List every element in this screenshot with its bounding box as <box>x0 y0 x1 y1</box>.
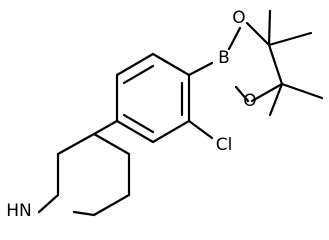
oxygen-bottom-atom-label: O <box>243 91 256 111</box>
chemical-structure: B O O Cl HN <box>6 8 324 221</box>
bond-piperidine-5 <box>92 193 131 217</box>
chlorine-atom-label: Cl <box>216 135 233 155</box>
bond-o-bottom-c <box>245 21 271 47</box>
bond-boron <box>187 61 214 77</box>
oxygen-top-atom-label: O <box>232 8 245 28</box>
bond-piperidine-3 <box>92 132 131 156</box>
bond-o-top-c <box>250 82 284 103</box>
bond-piperidine-6 <box>72 210 96 217</box>
boron-atom-label: B <box>218 48 230 68</box>
nitrogen-atom-label: HN <box>6 201 32 221</box>
bond-ring-link <box>92 119 119 136</box>
bond-benzene-double-3 <box>122 113 155 134</box>
bond-benzene-5 <box>151 119 191 144</box>
bond-benzene-2 <box>115 52 155 77</box>
bond-c-c-ring <box>267 43 284 86</box>
bond-piperidine-7 <box>37 193 60 214</box>
bond-b-o-top <box>234 85 250 103</box>
bond-b-o-bottom <box>227 26 242 51</box>
bond-benzene-6 <box>115 119 155 144</box>
bond-benzene-double-1 <box>122 64 155 85</box>
bond-piperidine-2 <box>56 132 96 156</box>
bond-chlorine <box>187 119 214 140</box>
bond-methyl-1 <box>267 9 272 47</box>
structure-canvas: B O O Cl HN <box>6 8 324 221</box>
bond-methyl-4 <box>268 82 284 117</box>
bond-methyl-2 <box>267 31 313 47</box>
bond-methyl-3 <box>280 82 324 100</box>
bond-benzene-3 <box>151 52 191 77</box>
